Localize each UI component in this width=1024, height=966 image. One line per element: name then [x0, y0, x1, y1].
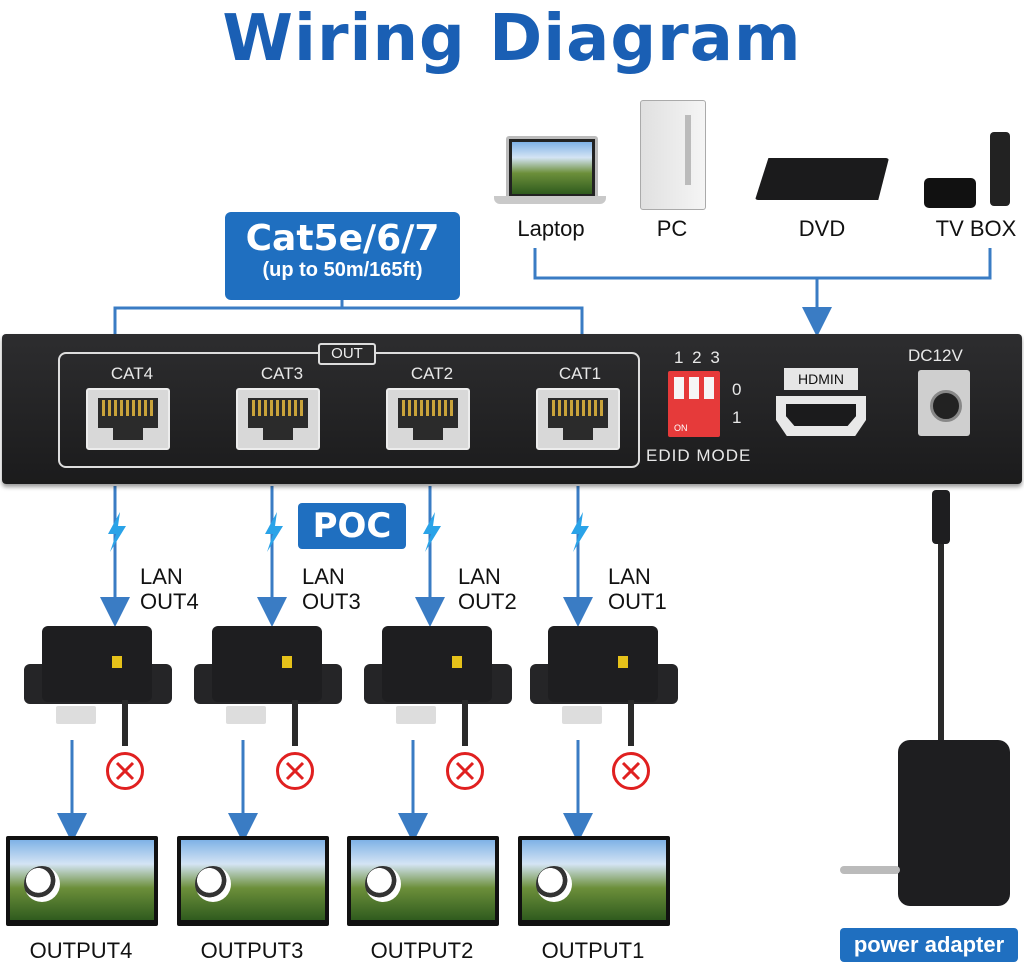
- source-label-pc: PC: [656, 216, 688, 241]
- poc-bolt-icon: [108, 512, 126, 552]
- dip-one-label: 1: [732, 408, 742, 427]
- port-label-cat4: CAT4: [110, 364, 154, 383]
- rj45-port-cat2[interactable]: [386, 388, 470, 450]
- hdmi-in-label: HDMIN: [784, 368, 858, 390]
- source-label-tvbox: TV BOX: [935, 216, 1017, 241]
- port-label-cat2: CAT2: [410, 364, 454, 383]
- tv-output-2: [347, 836, 499, 926]
- source-bus-line: [533, 248, 992, 280]
- hdmi-port-socket: [786, 404, 856, 426]
- poc-badge: POC: [298, 503, 406, 549]
- remote-icon: [990, 132, 1010, 206]
- adapter-prong-icon: [840, 866, 900, 874]
- source-label-dvd: DVD: [798, 216, 846, 241]
- edid-mode-label: EDID MODE: [646, 446, 752, 465]
- port-label-cat3: CAT3: [260, 364, 304, 383]
- dip-switch[interactable]: ON: [668, 371, 720, 437]
- rj45-port-cat4[interactable]: [86, 388, 170, 450]
- dvd-player-icon: [755, 158, 889, 200]
- dip-switch-3[interactable]: [704, 377, 714, 399]
- no-power-icon: [106, 752, 144, 790]
- tv-box-icon: [924, 178, 976, 208]
- receiver-3: [212, 626, 322, 724]
- cable-distance: (up to 50m/165ft): [262, 259, 423, 281]
- dip-switch-2[interactable]: [689, 377, 699, 399]
- dip-switch-1[interactable]: [674, 377, 684, 399]
- dip-on-label: ON: [674, 423, 688, 433]
- tv-output-4: [6, 836, 158, 926]
- receiver-2: [382, 626, 492, 724]
- tv-output-3: [177, 836, 329, 926]
- dip-numbers: 1 2 3: [674, 348, 722, 367]
- output-label-3: OUTPUT3: [200, 938, 304, 963]
- no-power-icon: [446, 752, 484, 790]
- power-adapter-icon: [898, 740, 1010, 906]
- laptop-base: [494, 196, 606, 204]
- power-adapter-label: power adapter: [840, 928, 1018, 962]
- dc-label: DC12V: [908, 346, 963, 365]
- tv-output-1: [518, 836, 670, 926]
- dc-jack-hole: [930, 390, 962, 422]
- source-label-laptop: Laptop: [517, 216, 585, 241]
- no-power-icon: [612, 752, 650, 790]
- rj45-port-cat3[interactable]: [236, 388, 320, 450]
- rj45-port-cat1[interactable]: [536, 388, 620, 450]
- page-title: Wiring Diagram: [222, 2, 802, 76]
- adapter-cable: [938, 544, 944, 744]
- adapter-plug-tip: [932, 490, 950, 544]
- cat-bracket-line: [113, 306, 584, 352]
- poc-bolt-icon: [571, 512, 589, 552]
- receiver-2-power-stub: [462, 700, 468, 746]
- no-power-icon: [276, 752, 314, 790]
- laptop-icon: [506, 136, 598, 200]
- output-label-4: OUTPUT4: [29, 938, 133, 963]
- output-label-1: OUTPUT1: [541, 938, 645, 963]
- output-label-2: OUTPUT2: [370, 938, 474, 963]
- receiver-1-power-stub: [628, 700, 634, 746]
- poc-bolt-icon: [265, 512, 283, 552]
- dip-zero-label: 0: [732, 380, 742, 399]
- receiver-3-power-stub: [292, 700, 298, 746]
- port-label-cat1: CAT1: [558, 364, 602, 383]
- receiver-4: [42, 626, 152, 724]
- receiver-1: [548, 626, 658, 724]
- cable-type: Cat5e/6/7: [245, 218, 440, 259]
- poc-bolt-icon: [423, 512, 441, 552]
- receiver-4-power-stub: [122, 700, 128, 746]
- cable-spec-box: Cat5e/6/7 (up to 50m/165ft): [225, 212, 460, 300]
- out-label: OUT: [318, 343, 376, 365]
- pc-tower-icon: [640, 100, 706, 210]
